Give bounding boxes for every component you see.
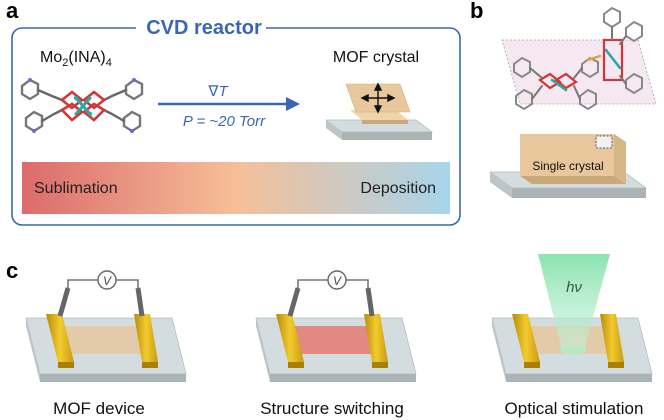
- voltmeter-symbol: V: [333, 274, 342, 288]
- temperature-gradient-label: ∇T: [207, 83, 229, 100]
- pressure-label: P = ~20 Torr: [183, 113, 266, 130]
- photon-energy-label: hν: [566, 279, 582, 296]
- sublimation-label: Sublimation: [34, 180, 118, 197]
- caption-structure-switching: Structure switching: [260, 399, 404, 418]
- reactor-title-backdrop: [136, 14, 266, 40]
- structure-switching-diagram: V: [255, 270, 417, 382]
- light-beam: [538, 254, 610, 350]
- unit-cell-highlight: [595, 135, 613, 149]
- precursor-molecule-icon: [20, 78, 144, 133]
- process-gradient-bar: [22, 162, 450, 214]
- voltmeter-icon: [97, 270, 117, 290]
- mof-crystal-on-substrate: [324, 82, 434, 140]
- growth-direction-icon: [360, 82, 396, 114]
- panel-b-letter: b: [470, 0, 483, 23]
- optical-stimulation-diagram: hν: [491, 254, 653, 382]
- single-crystal-label: Single crystal: [532, 159, 603, 173]
- crystal-structure-icon: [513, 6, 643, 111]
- caption-optical-stimulation: Optical stimulation: [505, 399, 644, 418]
- product-label: MOF crystal: [333, 49, 419, 66]
- reactor-title: CVD reactor: [146, 17, 262, 39]
- caption-mof-device: MOF device: [53, 399, 145, 418]
- panel-a-letter: a: [6, 0, 19, 23]
- panel-b: b: [470, 0, 657, 198]
- deposition-label: Deposition: [360, 180, 436, 197]
- panel-a: a CVD reactor Mo2(INA)4: [6, 0, 461, 226]
- transport-arrow: [158, 97, 300, 111]
- panel-c-letter: c: [6, 258, 18, 283]
- panel-c: c V MOF device: [6, 254, 653, 418]
- precursor-label: Mo2(INA)4: [40, 49, 112, 69]
- voltmeter-symbol: V: [103, 274, 112, 288]
- voltmeter-icon: [327, 270, 347, 290]
- single-crystal-block: Single crystal: [488, 134, 648, 198]
- mof-device-diagram: V: [25, 270, 187, 382]
